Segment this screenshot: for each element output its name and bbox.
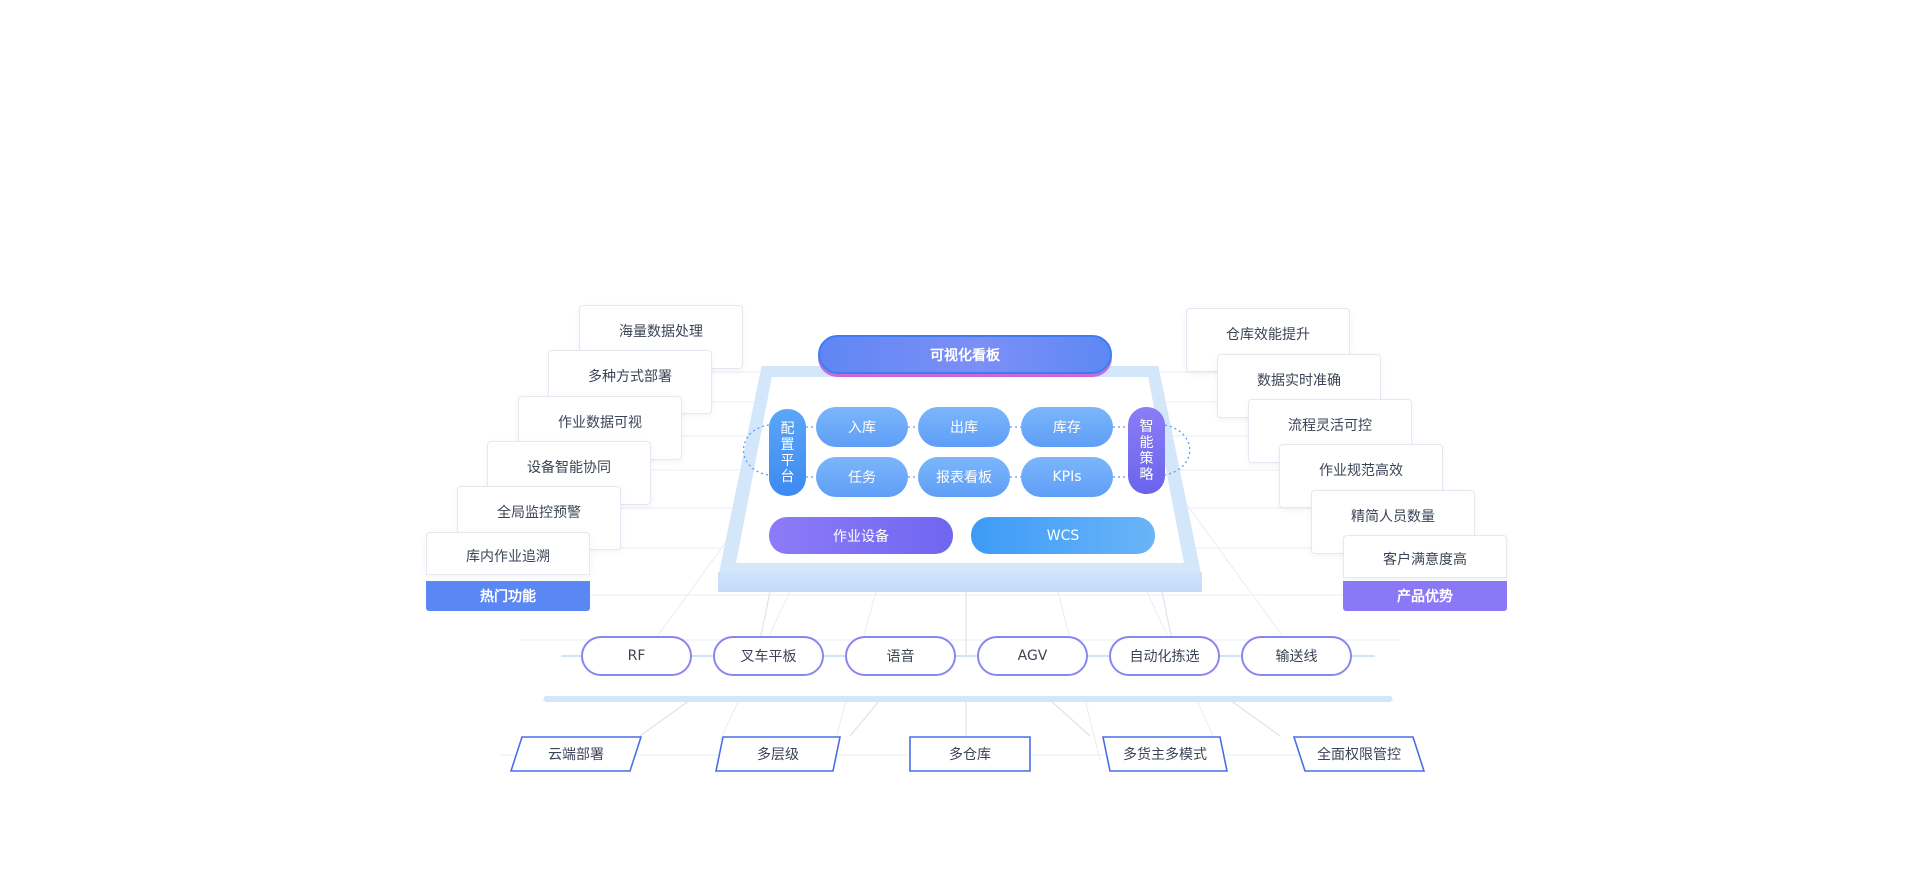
advantage-label: 数据实时准确 (1257, 373, 1341, 389)
advantage-card: 客户满意度高 (1343, 535, 1507, 578)
hot-feature-label: 多种方式部署 (588, 369, 672, 385)
advantage-label: 精简人员数量 (1351, 509, 1435, 525)
deploy-label: 多货主多模式 (1123, 747, 1207, 763)
config-platform-pill[interactable]: 配置平台 (769, 409, 806, 496)
advantage-label: 作业规范高效 (1319, 463, 1403, 479)
hot-feature-label: 海量数据处理 (619, 324, 703, 340)
deploy-label: 云端部署 (548, 747, 604, 763)
deploy-shape (715, 736, 841, 772)
device-agv[interactable]: AGV (977, 636, 1088, 676)
smart-strategy-pill[interactable]: 智能策略 (1128, 407, 1165, 494)
deploy-cloud[interactable]: 云端部署 (510, 736, 642, 772)
smart-strategy-label: 智能策略 (1139, 418, 1154, 483)
product-advantages-tab[interactable]: 产品优势 (1343, 581, 1507, 611)
module-task[interactable]: 任务 (816, 457, 908, 497)
hot-feature-label: 设备智能协同 (527, 460, 611, 476)
hot-feature-label: 全局监控预警 (497, 505, 581, 521)
config-platform-label: 配置平台 (780, 420, 795, 485)
advantage-label: 流程灵活可控 (1288, 418, 1372, 434)
equipment-button[interactable]: 作业设备 (769, 517, 953, 554)
core-platform-base (718, 572, 1202, 592)
device-rf[interactable]: RF (581, 636, 692, 676)
device-auto-picking[interactable]: 自动化拣选 (1109, 636, 1220, 676)
deploy-multi-owner[interactable]: 多货主多模式 (1102, 736, 1228, 772)
module-report-board[interactable]: 报表看板 (918, 457, 1010, 497)
advantage-label: 仓库效能提升 (1226, 327, 1310, 343)
hot-features-tab[interactable]: 热门功能 (426, 581, 590, 611)
deploy-label: 多层级 (757, 747, 799, 763)
deploy-multi-warehouse[interactable]: 多仓库 (909, 736, 1031, 772)
hot-feature-card: 库内作业追溯 (426, 532, 590, 575)
deploy-multi-level[interactable]: 多层级 (715, 736, 841, 772)
hot-feature-label: 作业数据可视 (558, 415, 642, 431)
device-voice[interactable]: 语音 (845, 636, 956, 676)
deploy-shape (1293, 736, 1425, 772)
module-inventory[interactable]: 库存 (1021, 407, 1113, 447)
deploy-shape (1102, 736, 1228, 772)
module-kpis[interactable]: KPIs (1021, 457, 1113, 497)
device-conveyor[interactable]: 输送线 (1241, 636, 1352, 676)
dashboard-bar[interactable]: 可视化看板 (818, 335, 1112, 374)
deploy-label: 多仓库 (949, 747, 991, 763)
advantage-label: 客户满意度高 (1383, 552, 1467, 568)
deploy-label: 全面权限管控 (1317, 747, 1401, 763)
device-platform-edge (545, 696, 1391, 702)
deploy-shape (510, 736, 642, 772)
module-inbound[interactable]: 入库 (816, 407, 908, 447)
wcs-button[interactable]: WCS (971, 517, 1155, 554)
deploy-permission-control[interactable]: 全面权限管控 (1293, 736, 1425, 772)
device-forklift-tablet[interactable]: 叉车平板 (713, 636, 824, 676)
hot-feature-label: 库内作业追溯 (466, 549, 550, 565)
module-outbound[interactable]: 出库 (918, 407, 1010, 447)
deploy-shape (909, 736, 1031, 772)
